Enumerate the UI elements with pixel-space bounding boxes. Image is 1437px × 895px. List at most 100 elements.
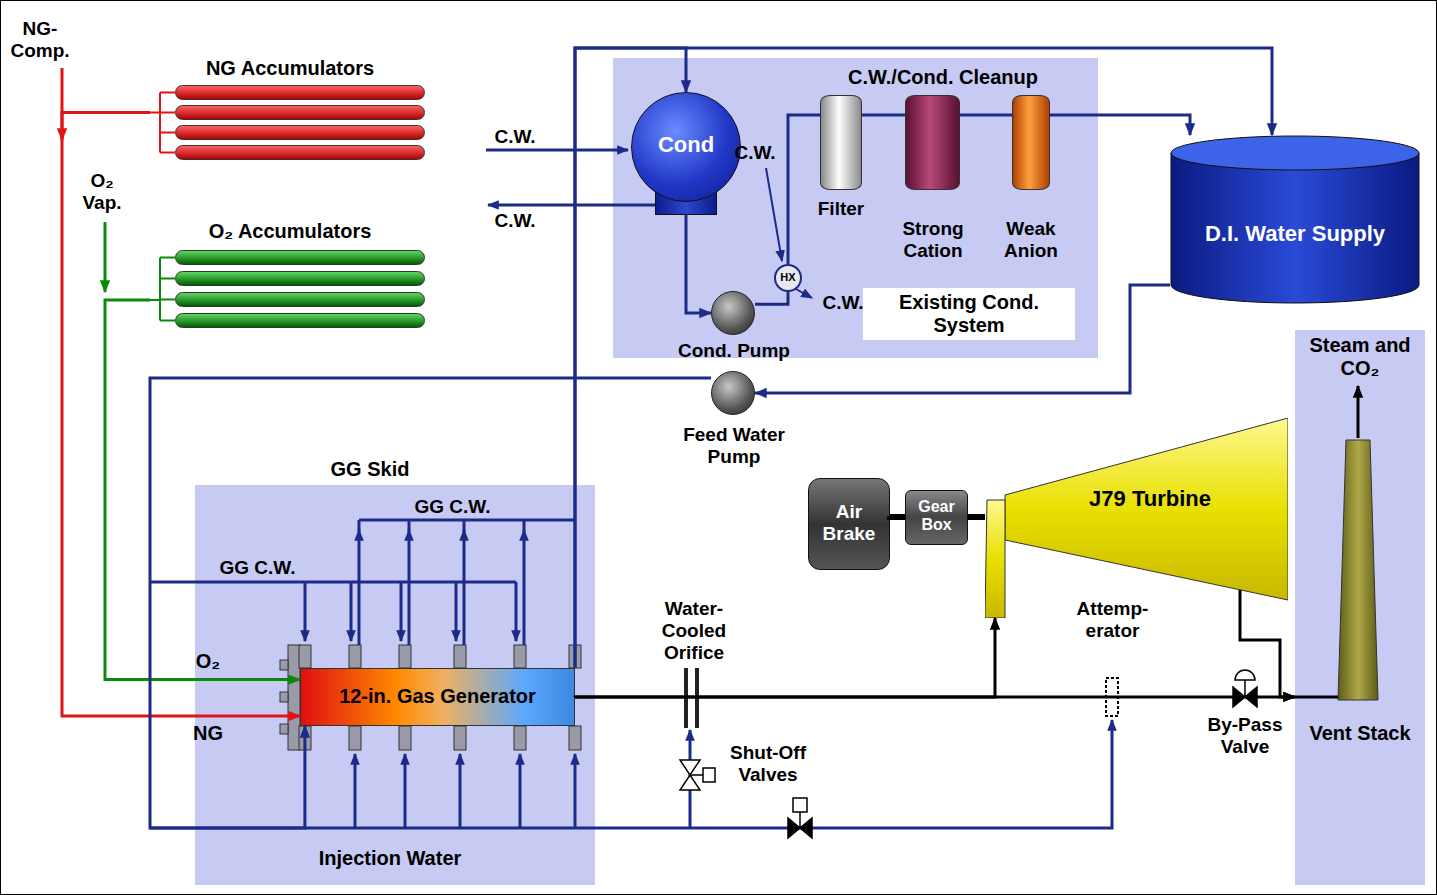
shape-part <box>1171 136 1419 170</box>
oxygen-supply-line <box>150 258 175 321</box>
pipe-label: GG C.W. <box>210 557 305 579</box>
node-text: Air Brake <box>809 501 889 545</box>
gas-generator-flange <box>399 726 411 750</box>
pipe-connector <box>1240 618 1295 697</box>
cooling-water-line <box>486 149 628 152</box>
pipe-connector <box>575 695 1295 698</box>
cooling-water-line <box>358 520 361 531</box>
pipe-connector <box>150 378 711 828</box>
node-text: Injection Water <box>290 847 490 870</box>
cooling-water-line <box>350 582 353 641</box>
ion-exchange-vessel: Weak Anion <box>1012 95 1050 190</box>
pipe-connector <box>1050 115 1190 135</box>
pipe-label: C.W. <box>816 292 870 314</box>
shut-off-valve-symbol <box>690 774 703 776</box>
gas-generator-flange <box>454 726 466 750</box>
pump: Cond. Pump <box>711 291 755 335</box>
pipe-label: By-Pass Valve <box>1200 714 1290 758</box>
pipe-connector <box>755 285 1170 393</box>
vent-stack-symbol <box>1357 386 1360 438</box>
pipe-connector <box>788 115 820 264</box>
vent-stack-symbol <box>1338 440 1378 700</box>
cooling-water-line <box>523 530 526 645</box>
cooling-water-line <box>150 150 1112 828</box>
pipe-label: Attemp- erator <box>1070 598 1155 642</box>
pipe-connector <box>968 514 985 520</box>
gas-generator-flange <box>280 692 288 702</box>
pipe-connector <box>105 300 300 680</box>
accumulator-tube <box>175 145 425 160</box>
pipe-connector <box>575 618 995 697</box>
accumulator-tube <box>175 85 425 100</box>
cooling-water-line <box>488 204 655 207</box>
pipe-label: Shut-Off Valves <box>718 742 818 786</box>
cooling-water-line <box>455 582 458 641</box>
node-text: Weak Anion <box>981 218 1081 262</box>
node-text: Gear Box <box>906 498 967 535</box>
pipe-connector <box>575 48 686 668</box>
cooling-water-line <box>463 530 466 645</box>
bypass-valve-symbol <box>1233 670 1257 707</box>
vent-stack-symbol <box>1295 386 1378 700</box>
gas-generator-flange <box>399 645 411 668</box>
flow-label: NG <box>186 722 230 745</box>
shape-part <box>1005 418 1288 600</box>
pipe-label: C.W. <box>488 126 542 148</box>
oxygen-supply-line <box>105 222 175 321</box>
cooling-water-line <box>519 754 522 828</box>
cooling-water-line <box>150 720 1112 828</box>
shape-outline <box>985 418 1288 618</box>
node-text: O₂ Accumulators <box>150 220 430 243</box>
cooling-water-line <box>766 168 782 261</box>
node-text: HX <box>776 271 800 284</box>
pipe-label: GG C.W. <box>405 496 500 518</box>
cooling-water-line <box>523 520 526 531</box>
gas-generator-flange <box>280 724 288 734</box>
shape-part <box>1171 153 1419 303</box>
accumulator-tube <box>175 271 425 286</box>
air-brake: Air Brake <box>808 478 890 570</box>
node-text: 12-in. Gas Generator <box>301 685 574 708</box>
gas-generator-flange <box>454 645 466 668</box>
turbine: J79 Turbine <box>985 418 1288 618</box>
pipe-connector <box>755 292 788 304</box>
shape-part <box>1239 590 1242 618</box>
vent-stack-symbol <box>1295 696 1340 699</box>
cooling-water-line <box>515 582 518 641</box>
gas-generator-flange <box>349 726 361 750</box>
cooling-water-line <box>150 581 516 584</box>
cooling-water-line <box>459 754 462 828</box>
gas-generator-flange <box>299 645 311 668</box>
shut-off-valve-symbol <box>680 760 700 775</box>
accumulator-tube <box>175 125 425 140</box>
shut-off-valve-symbol <box>793 798 807 812</box>
flow-label: O₂ <box>186 650 230 673</box>
shape-part <box>985 500 1005 618</box>
shut-off-valve-symbol <box>680 775 700 790</box>
node-text: D.I. Water Supply <box>1170 221 1420 246</box>
shape-outline <box>1170 135 1420 305</box>
gas-generator-flange <box>280 660 288 670</box>
pipe-label: C.W. <box>728 142 782 164</box>
node-text: Existing Cond. System <box>863 288 1075 340</box>
accumulator-bank: O₂ Accumulators <box>150 218 430 348</box>
node-text: NG Accumulators <box>150 57 430 80</box>
cooling-water-line <box>408 530 411 645</box>
pipe-connector <box>686 215 711 313</box>
cooling-water-line <box>404 754 407 828</box>
accumulator-bank: NG Accumulators <box>150 55 430 185</box>
node-text: Feed Water Pump <box>672 424 796 468</box>
condenser: Cond <box>631 92 741 215</box>
node-text: C.W./Cond. Cleanup <box>808 66 1078 89</box>
node-text: Steam and CO₂ <box>1295 334 1425 380</box>
water-tank: D.I. Water Supply <box>1170 135 1420 305</box>
ng-supply-line <box>62 68 175 153</box>
shut-off-valve-symbol <box>800 818 812 838</box>
gas-generator-flange <box>280 645 581 750</box>
cooling-water-line <box>574 754 577 828</box>
accumulator-tube <box>175 292 425 307</box>
pipe-label: NG- Comp. <box>5 18 75 62</box>
gas-generator-flange <box>288 645 300 750</box>
cooling-water-line <box>358 530 361 645</box>
